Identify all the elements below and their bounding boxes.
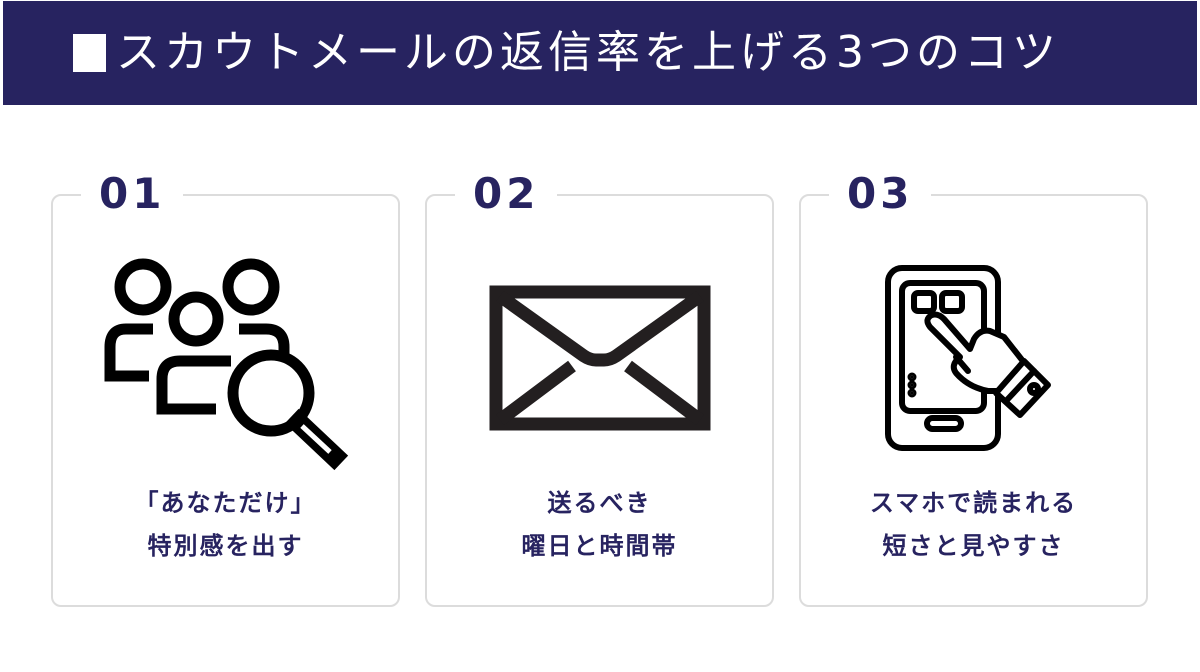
title-banner: スカウトメールの返信率を上げる3つのコツ — [3, 1, 1197, 105]
tip-text: スマホで読まれる 短さと見やすさ — [801, 482, 1146, 568]
tip-text: 送るべき 曜日と時間帯 — [427, 482, 772, 568]
tip-number: 02 — [455, 166, 558, 222]
tip-text-line-1: 送るべき — [547, 489, 652, 517]
tip-text-line-2: 曜日と時間帯 — [521, 532, 678, 560]
envelope-icon — [427, 248, 772, 468]
tip-number: 01 — [81, 166, 184, 222]
page-title: スカウトメールの返信率を上げる3つのコツ — [73, 23, 1060, 83]
tip-text-line-1: 「あなただけ」 — [134, 489, 317, 517]
tip-card-3: 03 スマホで読まれる 短さと見やすさ — [799, 166, 1148, 607]
tip-text: 「あなただけ」 特別感を出す — [53, 482, 398, 568]
tip-card-1: 01 「あなただけ」 特別感を出す — [51, 166, 400, 607]
tip-card-2: 02 送るべき 曜日と時間帯 — [425, 166, 774, 607]
tip-number: 03 — [829, 166, 932, 222]
people-search-icon — [53, 248, 398, 471]
tip-text-line-2: 特別感を出す — [147, 532, 304, 560]
smartphone-tap-icon — [801, 248, 1146, 468]
square-bullet-icon — [73, 34, 106, 72]
tip-text-line-1: スマホで読まれる — [869, 489, 1078, 517]
tip-text-line-2: 短さと見やすさ — [882, 532, 1065, 560]
page-title-text: スカウトメールの返信率を上げる3つのコツ — [116, 27, 1060, 78]
